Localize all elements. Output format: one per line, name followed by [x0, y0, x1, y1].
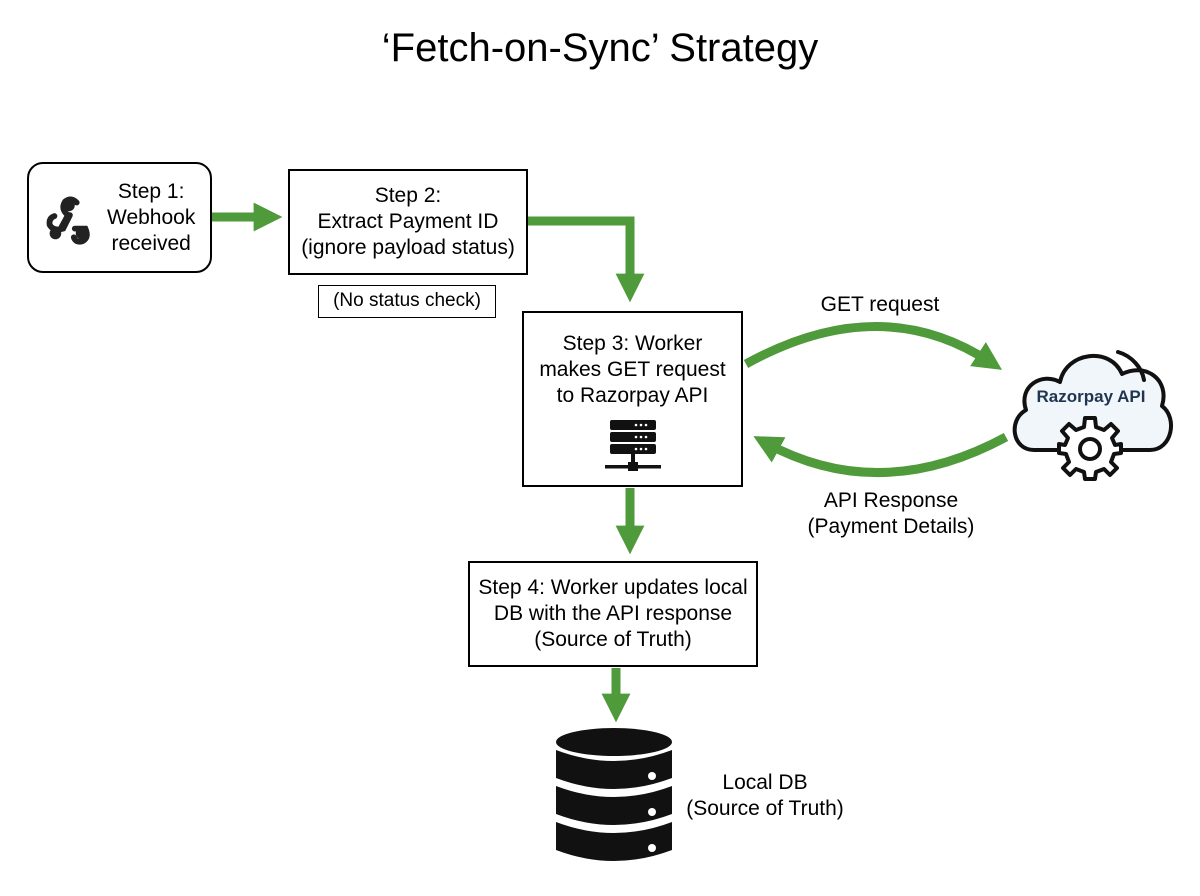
- step3-line2: makes GET request: [539, 358, 726, 381]
- step4-line1: Step 4: Worker updates local: [478, 576, 748, 599]
- step4-line2: DB with the API response: [493, 602, 733, 625]
- arrow-step2-to-step3: [528, 216, 645, 303]
- webhook-icon: [46, 195, 90, 245]
- api-response-line1: API Response: [823, 489, 959, 512]
- arrow-api-response: [753, 433, 1009, 478]
- step3-line3: to Razorpay API: [556, 384, 709, 407]
- server-icon: [604, 420, 661, 471]
- cloud-icon: [1012, 350, 1173, 452]
- gear-icon: [1057, 416, 1123, 481]
- step3-box: Step 3: Worker makes GET request to Razo…: [522, 311, 743, 487]
- local-db-line2: (Source of Truth): [686, 797, 844, 820]
- api-response-label: API Response (Payment Details): [786, 488, 996, 540]
- get-request-label: GET request: [800, 292, 960, 318]
- step1-line2: Webhook: [107, 205, 196, 229]
- step2-line2: Extract Payment ID: [317, 210, 499, 233]
- step4-line3: (Source of Truth): [534, 628, 692, 651]
- step2-line3: (ignore payload status): [301, 236, 515, 259]
- step2-box: Step 2: Extract Payment ID (ignore paylo…: [288, 169, 528, 275]
- step2-line1: Step 2:: [374, 184, 442, 207]
- no-status-check-note: (No status check): [318, 285, 496, 318]
- database-icon: [556, 728, 672, 861]
- api-response-line2: (Payment Details): [807, 515, 975, 538]
- razorpay-api-label: Razorpay API: [1036, 387, 1146, 406]
- step1-line1: Step 1:: [117, 179, 185, 203]
- step1-box: Step 1: Webhook received: [27, 162, 212, 273]
- step1-line3: received: [111, 231, 191, 255]
- local-db-line1: Local DB: [722, 771, 808, 794]
- diagram-title: ‘Fetch-on-Sync’ Strategy: [381, 26, 819, 70]
- get-request-text: GET request: [820, 293, 940, 316]
- step4-box: Step 4: Worker updates local DB with the…: [468, 561, 758, 667]
- arrow-get-request: [743, 322, 1003, 370]
- step3-line1: Step 3: Worker: [562, 332, 703, 355]
- local-db-label: Local DB (Source of Truth): [670, 770, 860, 822]
